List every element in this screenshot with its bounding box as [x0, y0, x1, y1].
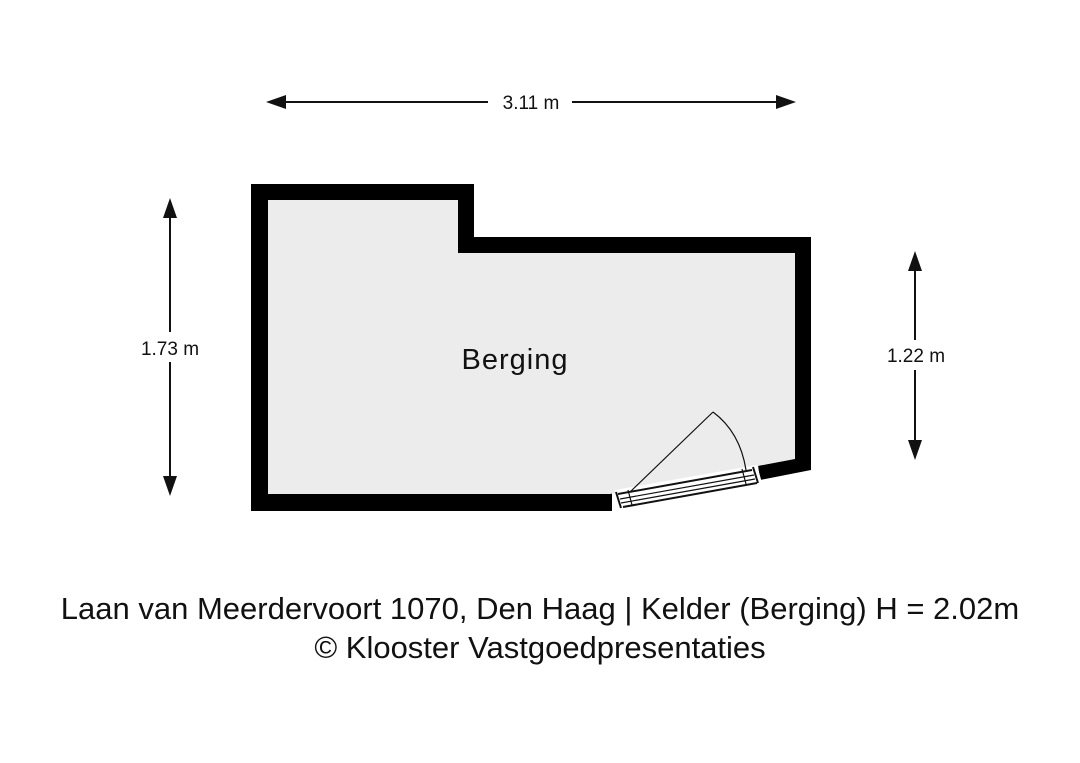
door — [615, 411, 759, 509]
address-caption: Laan van Meerdervoort 1070, Den Haag | K… — [60, 591, 1020, 626]
copyright-caption: © Klooster Vastgoedpresentaties — [314, 630, 766, 665]
arrow-up-icon — [908, 251, 922, 271]
arrow-right-icon — [776, 95, 796, 109]
right-height-dimension-label: 1.22 m — [887, 346, 945, 367]
width-dimension: 3.11 m — [266, 93, 796, 114]
right-height-dimension: 1.22 m — [887, 251, 945, 460]
arrow-down-icon — [908, 440, 922, 460]
arrow-down-icon — [163, 476, 177, 496]
left-height-dimension-label: 1.73 m — [141, 339, 199, 360]
left-height-dimension: 1.73 m — [141, 198, 199, 496]
door-leaf — [629, 411, 714, 493]
width-dimension-label: 3.11 m — [503, 93, 560, 114]
room-label: Berging — [462, 344, 569, 376]
door-swing-arc — [712, 411, 747, 471]
arrow-up-icon — [163, 198, 177, 218]
room-floor — [268, 200, 795, 494]
arrow-left-icon — [266, 95, 286, 109]
